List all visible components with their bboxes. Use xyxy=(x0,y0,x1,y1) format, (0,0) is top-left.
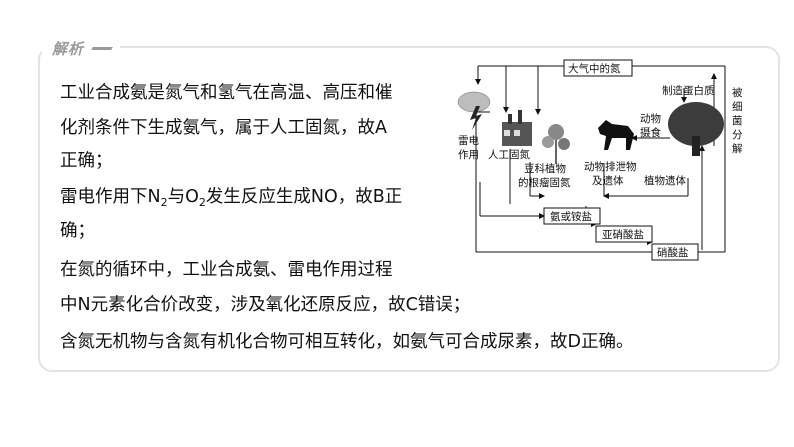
text-line-4-a: 雷电作用下N xyxy=(60,187,161,207)
text-line-5: 确； xyxy=(60,221,95,241)
badge-decoration xyxy=(91,46,113,50)
text-line-4-sub1: 2 xyxy=(160,196,168,209)
text-line-6: 在氮的循环中，工业合成氨、雷电作用过程 xyxy=(60,260,393,280)
label-bacteria-decompose-5: 解 xyxy=(732,142,743,155)
label-bacteria-decompose-2: 细 xyxy=(732,100,743,113)
label-nitrite: 亚硝酸盐 xyxy=(602,228,644,241)
text-line-2: 化剂条件下生成氨气，属于人工固氮，故A xyxy=(60,118,387,138)
label-lightning-1: 雷电 xyxy=(458,134,479,147)
label-artificial-fixation: 人工固氮 xyxy=(488,148,530,161)
text-line-4-b: 与O xyxy=(167,187,199,207)
label-lightning-2: 作用 xyxy=(458,149,479,161)
label-bacteria-decompose-3: 菌 xyxy=(732,115,743,127)
text-line-4-c: 发生反应生成NO，故B正 xyxy=(205,187,403,207)
text-line-8: 含氮无机物与含氮有机化合物可相互转化，如氨气可合成尿素，故D正确。 xyxy=(60,332,634,352)
text-line-4: 雷电作用下N2与O2发生反应生成NO，故B正 xyxy=(60,187,403,209)
label-legume-1: 豆科植物 xyxy=(524,162,566,175)
label-make-protein: 制造蛋白质 xyxy=(662,84,715,97)
analysis-badge: 解析 xyxy=(42,36,121,60)
label-legume-2: 的根瘤固氮 xyxy=(518,176,571,189)
label-atmosphere-nitrogen: 大气中的氮 xyxy=(568,62,621,75)
factory-icon xyxy=(502,110,532,146)
text-line-1: 工业合成氨是氮气和氢气在高温、高压和催 xyxy=(60,83,393,103)
badge-label: 解析 xyxy=(52,39,85,58)
tree-icon xyxy=(668,102,724,156)
text-line-7: 中N元素化合价改变，涉及氧化还原反应，故C错误； xyxy=(60,295,471,315)
analysis-card xyxy=(38,46,780,372)
horse-icon xyxy=(598,120,634,150)
label-animal-eat-2: 摄食 xyxy=(640,126,661,139)
label-excrement-2: 及遗体 xyxy=(592,174,624,187)
label-ammonia: 氨或铵盐 xyxy=(550,210,592,223)
lightning-cloud-icon xyxy=(457,91,491,130)
label-bacteria-decompose-1: 被 xyxy=(732,86,743,99)
text-line-3: 正确； xyxy=(60,151,113,171)
label-bacteria-decompose-4: 分 xyxy=(732,129,743,141)
label-nitrate: 硝酸盐 xyxy=(657,246,689,259)
text-line-4-sub2: 2 xyxy=(198,196,206,209)
label-excrement-1: 动物排泄物 xyxy=(584,160,637,173)
label-animal-eat-1: 动物 xyxy=(640,112,661,125)
label-plant-remains: 植物遗体 xyxy=(644,174,686,187)
nitrogen-cycle-diagram: 大气中的氮 制造蛋白质 被 细 菌 分 解 雷电 作用 人工固氮 豆科植物 的根… xyxy=(457,59,743,261)
legume-plant-icon xyxy=(542,124,570,164)
